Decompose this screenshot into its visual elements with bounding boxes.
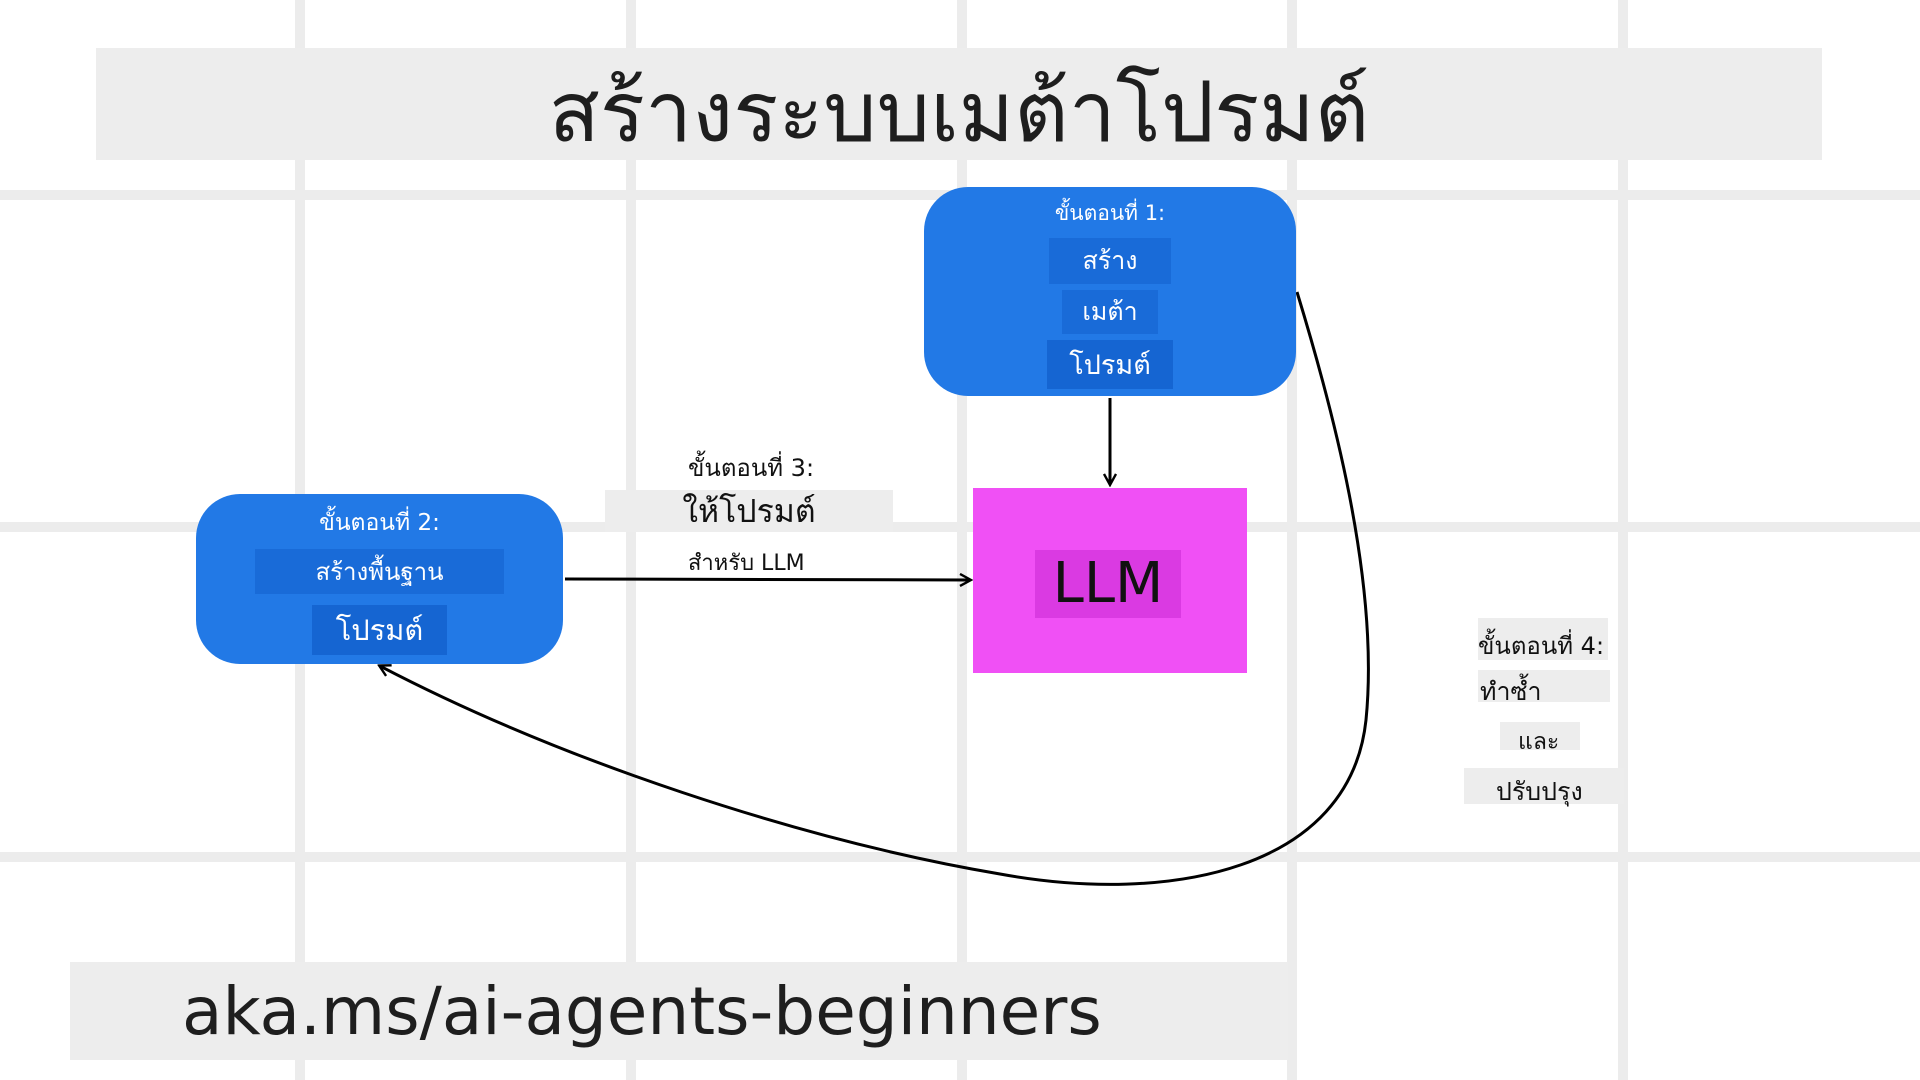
step3-heading: ขั้นตอนที่ 3: bbox=[688, 454, 815, 482]
step4-line: ทำซ้ำ bbox=[1480, 677, 1542, 706]
grid-line bbox=[626, 0, 636, 1080]
arrow-step2-to-llm bbox=[564, 579, 970, 580]
step1-line: เมต้า bbox=[1062, 289, 1158, 334]
step2-box: ขั้นตอนที่ 2: สร้างพื้นฐาน โปรมต์ bbox=[196, 494, 563, 664]
step4-heading: ขั้นตอนที่ 4: bbox=[1478, 632, 1605, 660]
grid-line bbox=[957, 0, 967, 1080]
step4-band bbox=[1464, 768, 1624, 804]
step1-box: ขั้นตอนที่ 1: สร้าง เมต้า โปรมต์ bbox=[924, 187, 1296, 396]
step3-line: ให้โปรมต์ bbox=[682, 492, 816, 530]
grid-line bbox=[0, 522, 1920, 532]
grid-line bbox=[1618, 0, 1628, 1080]
step4-band bbox=[1500, 722, 1580, 750]
step4-band bbox=[1478, 670, 1610, 702]
page-title: สร้างระบบเมต้าโปรมต์ bbox=[548, 63, 1370, 161]
step2-line: โปรมต์ bbox=[311, 605, 448, 655]
step4-band bbox=[1478, 618, 1608, 660]
url-band bbox=[70, 962, 1288, 1060]
step4-line: และ bbox=[1518, 729, 1560, 755]
step1-line: โปรมต์ bbox=[1047, 339, 1173, 389]
step4-line: ปรับปรุง bbox=[1496, 777, 1583, 806]
llm-label: LLM bbox=[1035, 550, 1181, 618]
footer-url: aka.ms/ai-agents-beginners bbox=[182, 973, 1102, 1050]
title-band bbox=[96, 48, 1822, 160]
step2-line: สร้างพื้นฐาน bbox=[255, 549, 504, 594]
step3-band bbox=[605, 490, 893, 532]
step1-line: สร้าง bbox=[1048, 237, 1172, 284]
grid-line bbox=[0, 852, 1920, 862]
step2-heading: ขั้นตอนที่ 2: bbox=[319, 510, 440, 536]
step1-heading: ขั้นตอนที่ 1: bbox=[1054, 200, 1166, 225]
grid-line bbox=[1287, 0, 1297, 1080]
arrow-step1-loop-to-step2 bbox=[380, 291, 1370, 886]
step3-line: สำหรับ LLM bbox=[688, 551, 805, 576]
